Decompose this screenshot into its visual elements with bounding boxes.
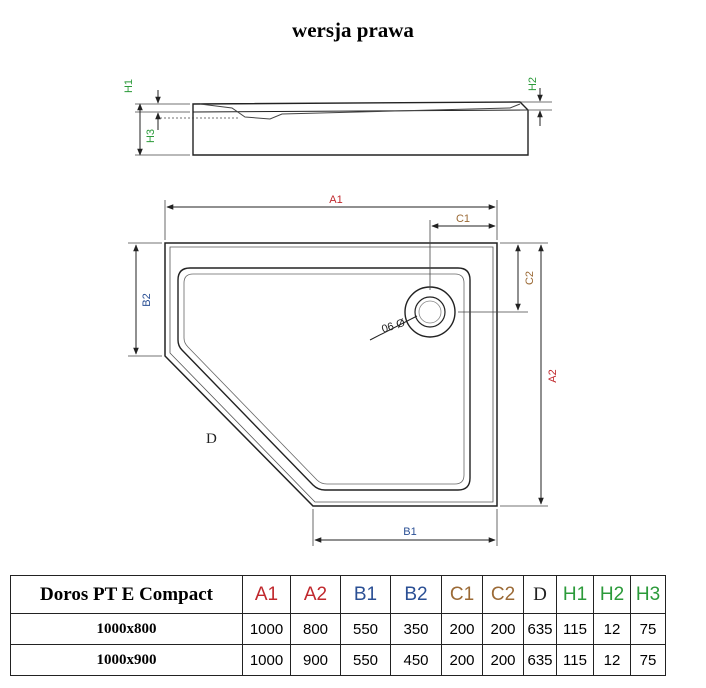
cell-d: 635 xyxy=(523,644,557,676)
label-b2: B2 xyxy=(141,293,153,306)
cell-b1: 550 xyxy=(340,613,391,645)
cell-b2: 350 xyxy=(390,613,442,645)
col-h1: H1 xyxy=(556,575,594,614)
label-h3: H3 xyxy=(145,129,157,143)
label-c2: C2 xyxy=(524,271,536,285)
cell-a1: 1000 xyxy=(242,613,291,645)
label-drain: Ø 90 xyxy=(380,315,406,334)
cell-a2: 800 xyxy=(290,613,341,645)
cell-a2: 900 xyxy=(290,644,341,676)
cell-a1: 1000 xyxy=(242,644,291,676)
page-title: wersja prawa xyxy=(292,18,414,42)
col-h2: H2 xyxy=(593,575,631,614)
tray-basin xyxy=(177,267,471,491)
cell-h2: 12 xyxy=(593,613,631,645)
col-a1: A1 xyxy=(242,575,291,614)
cell-d: 635 xyxy=(523,613,557,645)
col-a2: A2 xyxy=(290,575,341,614)
col-c1: C1 xyxy=(441,575,483,614)
col-b1: B1 xyxy=(340,575,391,614)
table-row: 1000x800 1000 800 550 350 200 200 635 11… xyxy=(10,613,666,645)
col-h3: H3 xyxy=(630,575,666,614)
cell-c2: 200 xyxy=(482,613,524,645)
top-view: Ø 90 A1 C1 C2 A2 B2 B1 D xyxy=(128,194,559,546)
tray-side-profile xyxy=(192,101,529,156)
table-header-row: Doros PT E Compact A1 A2 B1 B2 C1 C2 D H… xyxy=(10,575,666,614)
side-view: H1 H3 H2 xyxy=(123,77,552,156)
label-d: D xyxy=(206,431,217,447)
cell-h3: 75 xyxy=(630,613,666,645)
col-b2: B2 xyxy=(390,575,442,614)
row-size: 1000x800 xyxy=(10,613,243,645)
cell-h3: 75 xyxy=(630,644,666,676)
dimensions-table: Doros PT E Compact A1 A2 B1 B2 C1 C2 D H… xyxy=(10,575,666,676)
cell-h2: 12 xyxy=(593,644,631,676)
cell-b2: 450 xyxy=(390,644,442,676)
table-row: 1000x900 1000 900 550 450 200 200 635 11… xyxy=(10,644,666,676)
cell-c1: 200 xyxy=(441,613,483,645)
row-size: 1000x900 xyxy=(10,644,243,676)
cell-c1: 200 xyxy=(441,644,483,676)
label-a1: A1 xyxy=(329,194,342,206)
label-h2: H2 xyxy=(527,77,539,91)
label-c1: C1 xyxy=(456,213,470,225)
col-c2: C2 xyxy=(482,575,524,614)
cell-c2: 200 xyxy=(482,644,524,676)
cell-h1: 115 xyxy=(556,644,594,676)
label-b1: B1 xyxy=(403,526,416,538)
cell-h1: 115 xyxy=(556,613,594,645)
model-name: Doros PT E Compact xyxy=(10,575,243,614)
label-a2: A2 xyxy=(547,369,559,382)
label-h1: H1 xyxy=(123,79,135,93)
col-d: D xyxy=(523,575,557,614)
drain-inner xyxy=(414,296,446,328)
technical-drawing: H1 H3 H2 Ø 90 A1 C1 C2 A2 xyxy=(123,77,559,546)
cell-b1: 550 xyxy=(340,644,391,676)
tray-outline xyxy=(164,242,498,507)
